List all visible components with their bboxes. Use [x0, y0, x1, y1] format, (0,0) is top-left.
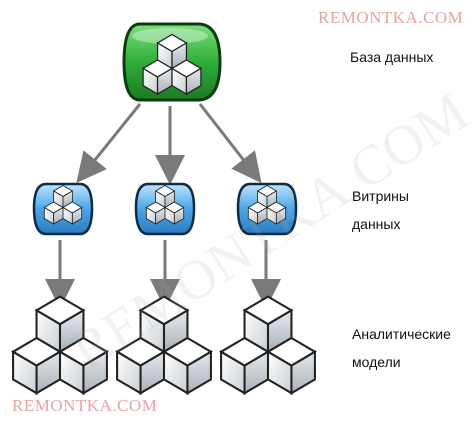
watermark-top: REMONTKA.COM	[318, 8, 464, 27]
watermark-bottom: REMONTKA.COM	[12, 396, 158, 415]
database-node	[122, 22, 222, 102]
model-node-right	[220, 295, 316, 395]
label-datamarts-line2: данных	[352, 216, 401, 232]
label-database: База данных	[350, 49, 434, 65]
label-datamarts-line1: Витрины	[352, 188, 409, 204]
datamart-node-center	[134, 182, 196, 236]
datamart-node-right	[236, 182, 298, 236]
label-models-line2: модели	[352, 354, 401, 370]
label-models-line1: Аналитические	[352, 326, 451, 342]
arrow-db-to-mart-left	[76, 103, 142, 184]
arrow-db-to-mart-right	[198, 103, 262, 184]
datamart-node-left	[32, 182, 94, 236]
arrows	[45, 103, 281, 309]
